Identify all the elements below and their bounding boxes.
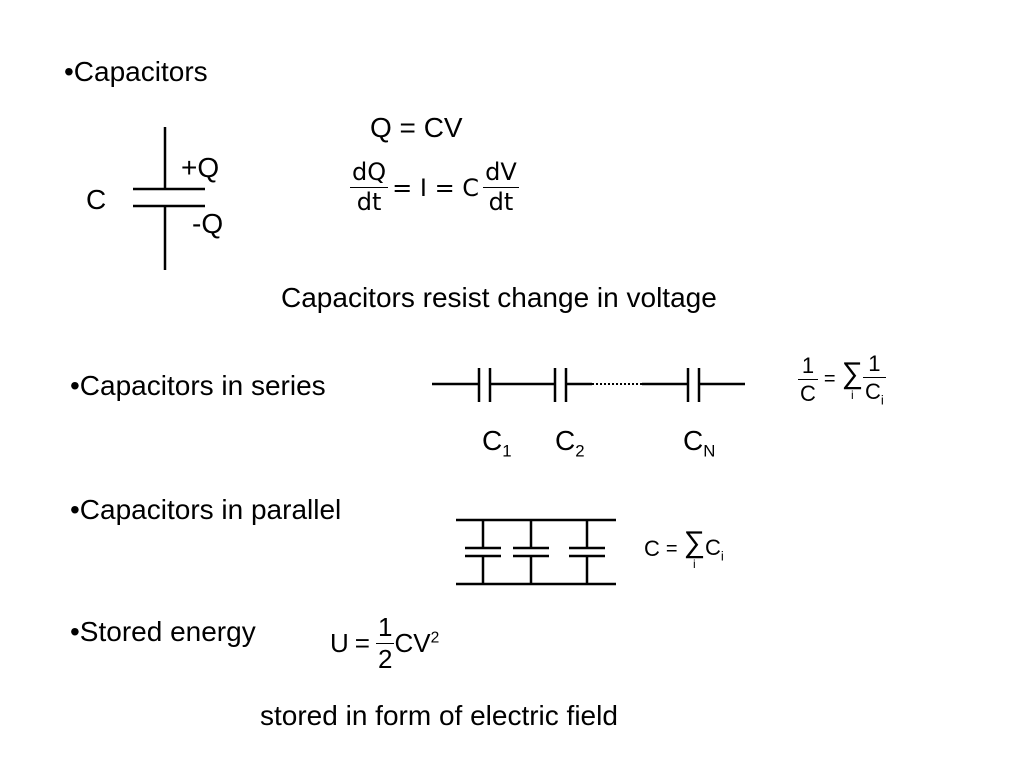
sum-symbol: ∑	[841, 356, 863, 390]
capacitor-symbol	[133, 127, 205, 270]
fraction-dq-dt: dQ dt	[350, 158, 389, 217]
series-capacitor-chain	[432, 368, 745, 402]
denominator-dt: dt	[356, 188, 382, 217]
denominator-dt-2: dt	[488, 188, 514, 217]
fraction-one-over-c: 1 C	[798, 353, 818, 407]
minus-q-label: -Q	[192, 208, 224, 239]
label-c2: C2	[555, 425, 585, 461]
equation-series: 1 C = ∑ i 1 Ci	[798, 351, 886, 408]
label-cn: CN	[683, 425, 716, 461]
heading-stored-energy: •Stored energy	[70, 616, 256, 647]
parallel-capacitor-network	[456, 518, 616, 586]
fraction-dv-dt: dV dt	[483, 158, 519, 217]
heading-capacitors-parallel: •Capacitors in parallel	[70, 494, 342, 525]
numerator-dv: dV	[485, 158, 517, 186]
sum-symbol-parallel: ∑	[683, 526, 705, 559]
equation-parallel: C = ∑ i Ci	[644, 526, 724, 571]
c-label: C	[86, 184, 107, 215]
numerator-dq: dQ	[352, 158, 387, 186]
label-c1: C1	[482, 425, 512, 461]
heading-capacitors-series: •Capacitors in series	[70, 370, 326, 401]
heading-capacitors: •Capacitors	[64, 56, 208, 87]
note-energy-field: stored in form of electric field	[260, 700, 618, 731]
equation-energy: U = 1 2 CV2	[330, 612, 440, 675]
plus-q-label: +Q	[181, 152, 220, 183]
equation-current: dQ dt = I = C dV dt	[350, 158, 519, 217]
equation-current-middle: = I = C	[392, 173, 480, 202]
equation-q-cv: Q = CV	[370, 112, 463, 143]
note-resist-voltage: Capacitors resist change in voltage	[281, 282, 717, 313]
fraction-one-half: 1 2	[375, 612, 395, 675]
fraction-one-over-ci: 1 Ci	[862, 351, 886, 408]
